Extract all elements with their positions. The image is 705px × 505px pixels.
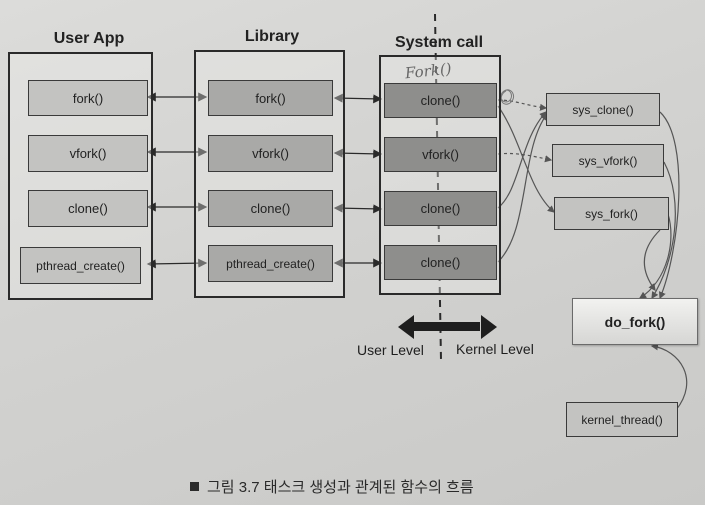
caption-text: 그림 3.7 태스크 생성과 관계된 함수의 흐름	[207, 479, 474, 496]
kernel-internal-arrows	[638, 111, 688, 411]
user-app-title: User App	[53, 30, 125, 47]
user-app-vfork-box: vfork()	[28, 135, 148, 172]
arrow-clone-to-sys-clone	[497, 99, 548, 111]
arrow-fork-lib-sys	[333, 93, 383, 104]
user-app-clone-box: clone()	[28, 190, 148, 227]
library-clone-box: clone()	[208, 190, 333, 227]
syscall-vfork-box: vfork()	[384, 137, 497, 172]
arrow-kernel-thread-to-do-fork	[650, 343, 688, 411]
arrow-vfork-to-sys-vfork	[497, 152, 553, 163]
level-double-arrow	[398, 315, 497, 339]
library-pthread-box: pthread_create()	[208, 245, 333, 282]
arrow-clone3-to-sys-clone	[497, 111, 547, 209]
arrow-sys-vfork-to-do-fork	[651, 161, 676, 300]
library-title: Library	[244, 28, 300, 45]
system-call-title: System call	[394, 34, 484, 51]
arrow-pthread-user-lib	[146, 258, 208, 269]
sys-vfork-box: sys_vfork()	[552, 144, 664, 177]
figure-caption: 그림 3.7 태스크 생성과 관계된 함수의 흐름	[190, 476, 474, 497]
library-fork-box: fork()	[208, 80, 333, 116]
user-kernel-boundary-line	[434, 13, 442, 361]
user-app-pthread-box: pthread_create()	[20, 247, 141, 284]
arrow-sys-clone-to-do-fork	[658, 111, 680, 300]
arrow-clone-lib-sys	[333, 203, 383, 214]
sys-fork-box: sys_fork()	[554, 197, 669, 230]
arrow-sys-fork-loop	[643, 229, 661, 291]
arrow-clone4-to-sys-clone	[497, 113, 548, 263]
syscall-kernel-arrows	[497, 99, 555, 263]
arrow-vfork-lib-sys	[333, 148, 383, 159]
userapp-library-arrows	[146, 92, 208, 269]
syscall-clone-box-3: clone()	[384, 245, 497, 280]
syscall-clone-box-1: clone()	[384, 83, 497, 118]
arrow-fork-to-sys-fork	[497, 105, 555, 213]
caption-bullet-icon	[190, 482, 199, 491]
library-vfork-box: vfork()	[208, 135, 333, 172]
user-level-label: User Level	[357, 342, 424, 358]
kernel-thread-box: kernel_thread()	[566, 402, 678, 437]
do-fork-box: do_fork()	[572, 298, 698, 345]
pen-scribble	[500, 89, 514, 105]
kernel-level-label: Kernel Level	[456, 341, 534, 357]
sys-clone-box: sys_clone()	[546, 93, 660, 126]
library-syscall-arrows	[333, 93, 383, 268]
user-app-fork-box: fork()	[28, 80, 148, 116]
arrow-sys-fork-to-do-fork	[638, 213, 672, 299]
syscall-clone-box-2: clone()	[384, 191, 497, 226]
